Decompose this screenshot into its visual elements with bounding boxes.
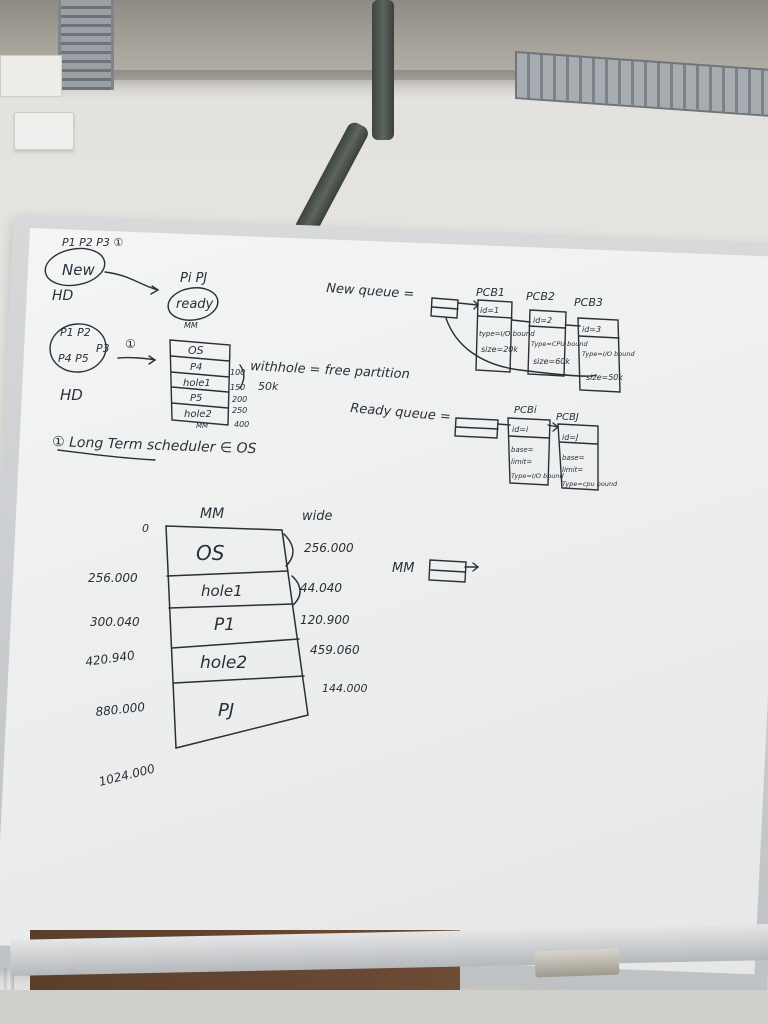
pcb2-line-1: Type=CPU bound	[531, 340, 588, 348]
pcbj-title: PCBJ	[556, 412, 579, 423]
pcb3-title: PCB3	[574, 296, 603, 309]
hd-procs-row1: P1 P2	[60, 326, 91, 339]
pcb3-line-0: id=3	[582, 325, 601, 334]
new-to-ready-arrow	[104, 271, 159, 291]
os-brace	[283, 533, 294, 567]
small-mm-table	[169, 339, 245, 426]
pcb3-line-2: size=50k	[586, 373, 623, 382]
big-mm-cell-1: hole1	[201, 582, 243, 600]
hd-label-2: HD	[60, 386, 83, 404]
pcbi-title: PCBi	[514, 405, 537, 416]
small-mm-addr-3: 250	[232, 406, 247, 415]
big-mm-right-size-4: 144.000	[322, 682, 368, 695]
pcb1-line-0: id=1	[480, 306, 499, 315]
pcbj-line-3: Type=cpu bound	[562, 480, 618, 488]
big-mm-title: MM	[200, 506, 224, 522]
big-mm-wide-title: wide	[302, 509, 333, 524]
small-mm-cell-2: hole1	[183, 378, 211, 389]
new-procs-label: P1 P2 P3 ①	[62, 236, 123, 249]
hole1-brace	[291, 575, 301, 606]
hd-label: HD	[52, 288, 74, 304]
pcbi-line-3: Type=I/O bound	[511, 472, 564, 480]
pcbi-line-1: base=	[511, 446, 534, 454]
pcb2-line-2: size=60k	[533, 357, 570, 366]
small-mm-addr-2: 200	[232, 395, 247, 404]
floor	[0, 990, 768, 1024]
small-mm-addr-0: 100	[230, 368, 245, 377]
pcb2-title: PCB2	[526, 290, 555, 303]
new-label: New	[62, 261, 95, 279]
cable-tray-left	[58, 0, 114, 90]
pcbj-line-1: base=	[562, 454, 585, 462]
new-queue-box	[430, 297, 597, 377]
pcbj-line-2: limit=	[562, 466, 583, 474]
big-mm-right-size-1: 44.040	[300, 581, 342, 595]
small-mm-footer: MM	[196, 422, 208, 430]
pcb1-box	[475, 299, 531, 373]
hd-procs-p3: P3	[96, 342, 110, 355]
mm-queue-label: MM	[392, 561, 414, 576]
pcb3-line-1: Type=I/O bound	[582, 350, 635, 358]
big-mm-zero: 0	[142, 522, 149, 535]
ready-queue-box	[454, 417, 511, 439]
small-mm-cell-3: P5	[190, 393, 202, 404]
arrowhead	[148, 355, 157, 365]
pcb1-line-2: size=20k	[481, 345, 518, 354]
big-mm-cell-4: PJ	[218, 700, 234, 721]
wall-speaker	[14, 112, 74, 150]
big-mm-right-size-3: 459.060	[310, 643, 360, 657]
hd-procs-row2: P4 P5	[58, 352, 89, 365]
big-mm-right-size-0: 256.000	[304, 541, 354, 555]
big-mm-left-addr-1: 300.040	[90, 615, 140, 629]
small-mm-cell-1: P4	[190, 362, 202, 373]
big-mm-right-size-2: 120.900	[300, 613, 350, 627]
big-mm-left-addr-2: 420.940	[84, 648, 135, 669]
withhole-note: withhole = free partition	[250, 359, 410, 382]
fifty-k-note: 50k	[258, 380, 279, 393]
pcbi-line-0: id=i	[512, 425, 529, 434]
small-mm-addr-4: 400	[234, 420, 249, 429]
pcb1-title: PCB1	[476, 286, 505, 299]
small-mm-cell-0: OS	[188, 344, 204, 357]
step-one-mark: ①	[125, 337, 136, 351]
big-mm-table	[165, 525, 309, 749]
arrowhead	[150, 285, 160, 295]
small-mm-cell-4: hole2	[184, 409, 212, 420]
new-queue-label: New queue =	[326, 281, 415, 302]
wall-box	[0, 55, 62, 97]
pipe-vertical	[372, 0, 394, 140]
long-term-scheduler-note: ① Long Term scheduler ∈ OS	[52, 434, 257, 457]
mm-queue-box	[428, 559, 480, 583]
big-mm-cell-0: OS	[196, 541, 225, 565]
pcbi-line-2: limit=	[511, 458, 532, 466]
big-mm-cell-2: P1	[214, 615, 235, 635]
mm-small-label: MM	[184, 321, 198, 330]
pcbi-box	[507, 417, 560, 486]
big-mm-left-addr-0: 256.000	[88, 571, 138, 585]
pcbj-line-0: id=J	[562, 433, 579, 442]
hd-circle	[49, 323, 107, 373]
new-circle	[44, 247, 106, 287]
pcb1-line-1: type=I/O bound	[479, 330, 535, 338]
hd-to-mm-arrow	[117, 356, 156, 361]
long-term-underline	[57, 449, 156, 461]
big-mm-cell-3: hole2	[200, 653, 247, 673]
ready-procs-label: Pi PJ	[180, 271, 207, 286]
pcbj-box	[557, 423, 599, 491]
small-mm-addr-1: 150	[230, 383, 245, 392]
pcb3-box	[577, 317, 621, 393]
big-mm-left-addr-4: 1024.000	[97, 761, 156, 789]
ready-label: ready	[176, 297, 214, 312]
ready-queue-label: Ready queue =	[350, 401, 452, 425]
big-mm-left-addr-3: 880.000	[95, 700, 146, 719]
pcb2-line-0: id=2	[533, 316, 552, 325]
ready-circle	[167, 287, 219, 321]
